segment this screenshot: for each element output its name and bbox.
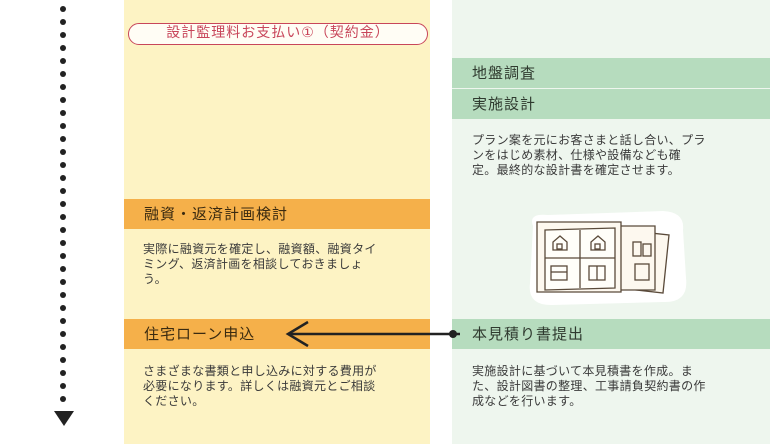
- final-estimate-desc: 実施設計に基づいて本見積書を作成。ま た、設計図書の整理、工事請負契約書の作 成…: [472, 364, 764, 409]
- desc-line: ミング、返済計画を相談しておきましょ: [143, 257, 363, 271]
- timeline-dot: [60, 97, 66, 103]
- desc-line: 定。最終的な設計書を確定させます。: [472, 163, 680, 177]
- payment-pill: 設計監理料お支払い①（契約金）: [128, 23, 428, 45]
- house-plans-illustration: [529, 211, 687, 306]
- step-detailed-design: 実施設計: [452, 89, 770, 119]
- timeline-dot: [60, 71, 66, 77]
- timeline-dot: [60, 149, 66, 155]
- timeline-dot: [60, 19, 66, 25]
- timeline-dot: [60, 266, 66, 272]
- desc-line: 実施設計に基づいて本見積書を作成。ま: [472, 364, 694, 378]
- arrow-left-icon: [285, 320, 460, 348]
- desc-line: ンをはじめ素材、仕様や設備なども確: [472, 148, 682, 162]
- timeline-dot: [60, 331, 66, 337]
- timeline-dot: [60, 84, 66, 90]
- timeline-dot: [60, 305, 66, 311]
- timeline-dot: [60, 45, 66, 51]
- timeline-dot: [60, 6, 66, 12]
- timeline-dot: [60, 396, 66, 402]
- desc-line: プラン案を元にお客さまと話し合い、プラ: [472, 133, 706, 147]
- timeline-dot: [60, 370, 66, 376]
- timeline-dot: [60, 32, 66, 38]
- timeline-dot: [60, 253, 66, 259]
- step-ground-survey: 地盤調査: [452, 58, 770, 88]
- loan-planning-desc: 実際に融資元を確定し、融資額、融資タイ ミング、返済計画を相談しておきましょ う…: [143, 242, 427, 287]
- connector-endpoint: [449, 330, 457, 338]
- timeline-dot: [60, 110, 66, 116]
- timeline-dot: [60, 214, 66, 220]
- timeline-dot: [60, 123, 66, 129]
- timeline-dot: [60, 357, 66, 363]
- timeline-dot: [60, 175, 66, 181]
- timeline-dot: [60, 201, 66, 207]
- timeline-dot: [60, 292, 66, 298]
- desc-line: さまざまな書類と申し込みに対する費用が: [143, 364, 377, 378]
- desc-line: 必要になります。詳しくは融資元とご相談: [143, 379, 376, 393]
- arrow-down-icon: [54, 411, 74, 426]
- desc-line: う。: [143, 272, 167, 286]
- desc-line: 実際に融資元を確定し、融資額、融資タイ: [143, 242, 377, 256]
- mortgage-application-desc: さまざまな書類と申し込みに対する費用が 必要になります。詳しくは融資元とご相談 …: [143, 364, 427, 409]
- timeline-dot: [60, 188, 66, 194]
- timeline-dot: [60, 279, 66, 285]
- timeline-dot: [60, 344, 66, 350]
- desc-line: 成などを行います。: [472, 394, 582, 408]
- desc-line: ください。: [143, 394, 205, 408]
- desc-line: た、設計図書の整理、工事請負契約書の作: [472, 379, 706, 393]
- timeline-dot: [60, 58, 66, 64]
- timeline-dot: [60, 227, 66, 233]
- step-loan-planning: 融資・返済計画検討: [124, 199, 430, 229]
- timeline-dot: [60, 383, 66, 389]
- timeline-dot: [60, 318, 66, 324]
- step-final-estimate: 本見積り書提出: [452, 319, 770, 349]
- timeline-dot: [60, 240, 66, 246]
- timeline-dot: [60, 162, 66, 168]
- detailed-design-desc: プラン案を元にお客さまと話し合い、プラ ンをはじめ素材、仕様や設備なども確 定。…: [472, 133, 762, 178]
- timeline-dot: [60, 136, 66, 142]
